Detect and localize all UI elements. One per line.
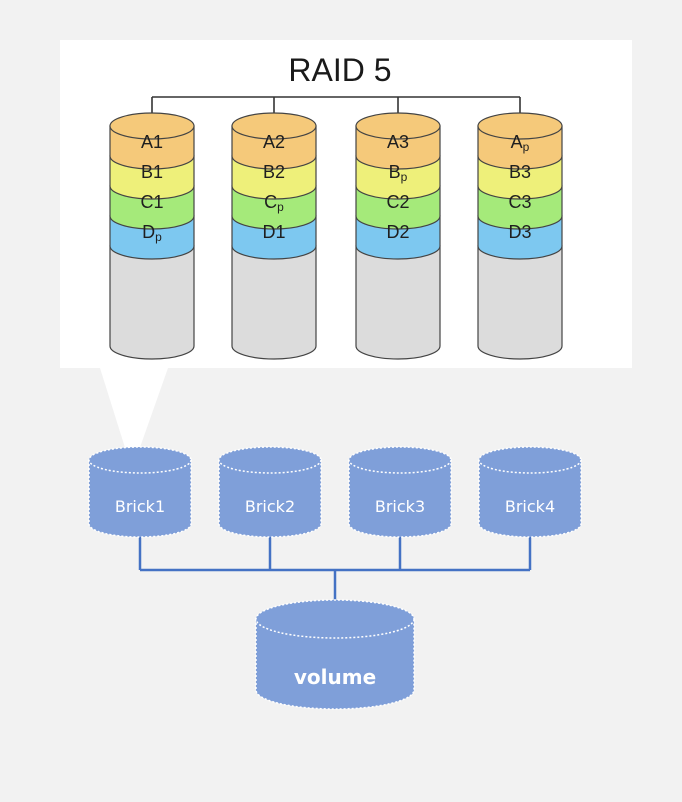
raid-block-label: D2 [386,222,409,242]
raid-block-main: B2 [263,162,285,182]
callout-pointer [100,368,168,470]
raid-disk-empty-space [477,245,563,360]
brick-label: Brick2 [245,497,295,516]
raid-block-main: B [389,162,401,182]
brick-2[interactable]: Brick2 [218,446,322,538]
brick-top [88,446,192,474]
brick-1[interactable]: Brick1 [88,446,192,538]
raid-disk-empty-space [231,245,317,360]
brick-3[interactable]: Brick3 [348,446,452,538]
raid-block-label: A3 [387,132,409,152]
raid-disk-top [355,112,441,140]
brick-body [478,459,582,538]
raid-block-main: C [264,192,277,212]
raid-block-parity-sub: p [401,170,408,184]
raid-tree-lines [151,96,521,113]
raid-disk-top [231,112,317,140]
bricks: Brick1 Brick2 Brick3 Brick4 [88,446,582,538]
raid-block-label: B3 [509,162,531,182]
raid-disk-empty-space [109,245,195,360]
raid-block-label: A2 [263,132,285,152]
brick-4[interactable]: Brick4 [478,446,582,538]
raid-title: RAID 5 [288,52,391,88]
volume-body [255,618,415,710]
raid-block-label: B1 [141,162,163,182]
raid-block-main: C1 [140,192,163,212]
raid-block-parity-sub: p [523,140,530,154]
raid-block-label: Cp [264,192,284,214]
raid-disk-top [109,112,195,140]
brick-top [218,446,322,474]
raid-block-main: A1 [141,132,163,152]
brick-top [478,446,582,474]
raid-block-main: D2 [386,222,409,242]
raid-block-main: D3 [508,222,531,242]
raid-block-main: D [142,222,155,242]
raid-block-main: B1 [141,162,163,182]
raid-block-parity-sub: p [277,200,284,214]
raid-block-label: B2 [263,162,285,182]
raid-block-label: D3 [508,222,531,242]
raid-block-label: A1 [141,132,163,152]
raid-disk-top [477,112,563,140]
brick-body [218,459,322,538]
raid-block-label: C3 [508,192,531,212]
raid-block-label: C1 [140,192,163,212]
raid-block-main: D1 [262,222,285,242]
raid-disk-empty-space [355,245,441,360]
raid-block-main: A2 [263,132,285,152]
brick-body [88,459,192,538]
volume-cylinder[interactable]: volume [255,599,415,710]
volume-top [255,599,415,639]
raid-block-label: Bp [389,162,408,184]
raid-block-label: Dp [142,222,162,244]
raid-block-label: C2 [386,192,409,212]
raid-block-parity-sub: p [155,230,162,244]
brick-connectors [138,537,532,604]
brick-top [348,446,452,474]
raid-block-main: A3 [387,132,409,152]
raid-block-label: Ap [511,132,530,154]
raid-block-main: B3 [509,162,531,182]
brick-label: Brick3 [375,497,425,516]
brick-label: Brick4 [505,497,555,516]
raid-block-main: C2 [386,192,409,212]
raid-block-main: C3 [508,192,531,212]
volume-label: volume [294,665,376,689]
raid-block-label: D1 [262,222,285,242]
raid-block-main: A [511,132,523,152]
brick-label: Brick1 [115,497,165,516]
brick-body [348,459,452,538]
